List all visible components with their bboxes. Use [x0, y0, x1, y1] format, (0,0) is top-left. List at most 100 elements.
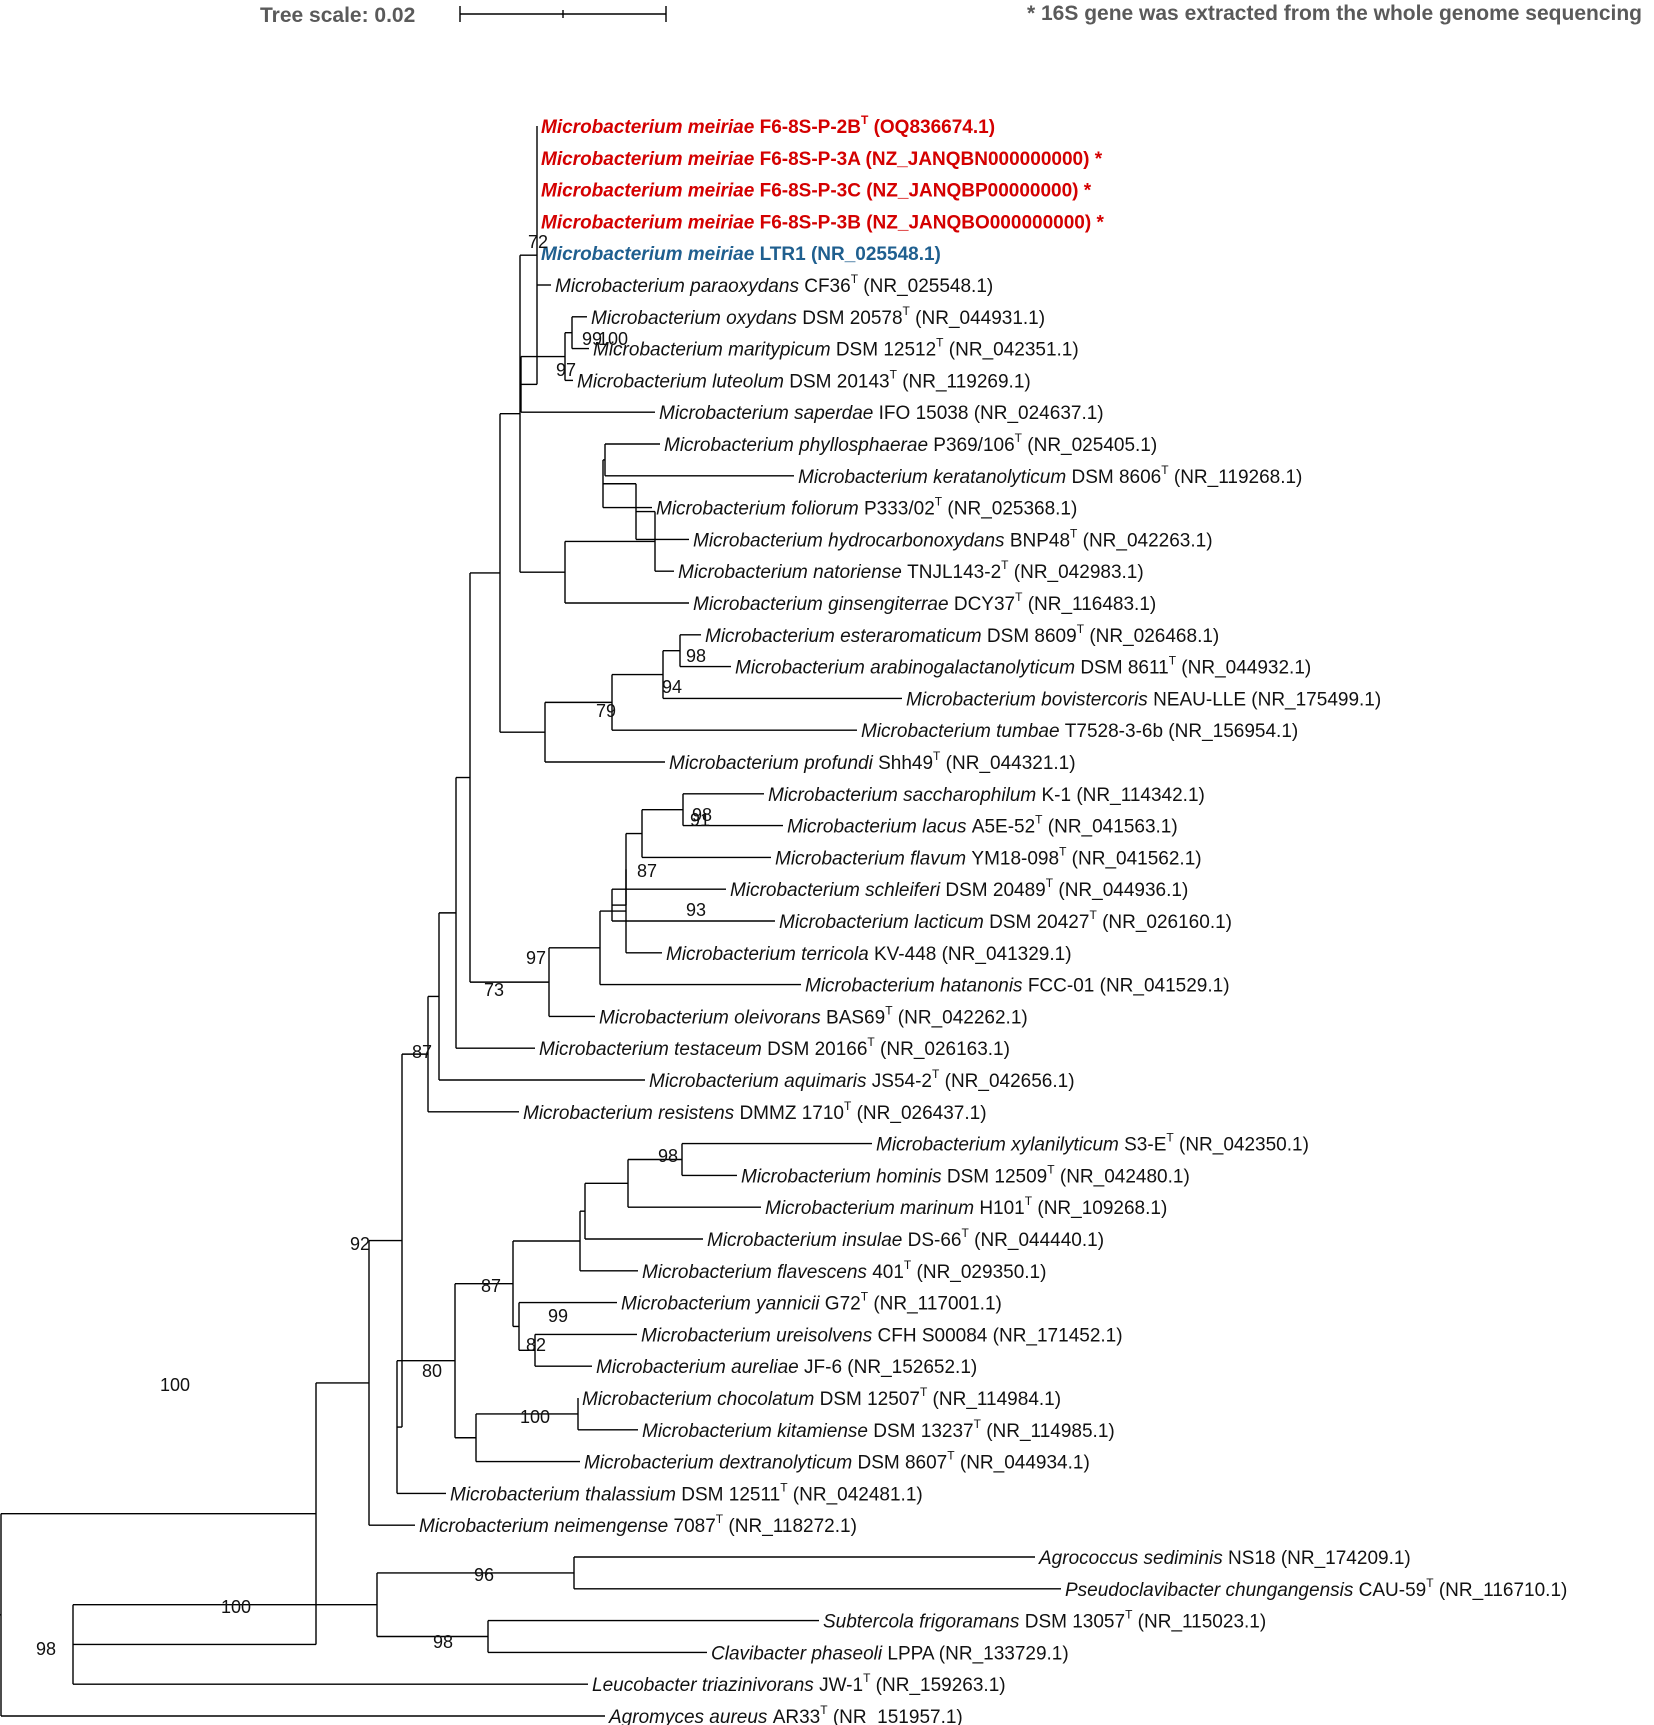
accession: (NR_159263.1) — [870, 1675, 1005, 1696]
accession: (NR_117001.1) — [868, 1294, 1002, 1315]
strain: DSM 13057 — [1025, 1612, 1125, 1633]
accession: (NR_025405.1) — [1022, 435, 1157, 456]
accession: (NR_029350.1) — [911, 1262, 1046, 1283]
taxon-name: Microbacterium saperdae — [659, 403, 879, 424]
accession: (NR_174209.1) — [1276, 1548, 1411, 1569]
taxon-name: Microbacterium aureliae — [596, 1357, 804, 1378]
leaf-label: Microbacterium hominis DSM 12509T (NR_04… — [741, 1162, 1190, 1187]
leaf-label: Microbacterium hatanonis FCC-01 (NR_0415… — [805, 976, 1230, 997]
strain: TNJL143-2 — [907, 562, 1001, 583]
taxon-name: Microbacterium kitamiense — [642, 1421, 873, 1442]
type-strain-mark: T — [1001, 558, 1009, 572]
strain: F6-8S-P-3C — [760, 181, 862, 202]
leaf-label: Microbacterium maritypicum DSM 12512T (N… — [593, 336, 1079, 361]
leaf-label: Microbacterium oxydans DSM 20578T (NR_04… — [591, 304, 1045, 329]
leaf-label: Pseudoclavibacter chungangensis CAU-59T … — [1065, 1576, 1567, 1601]
accession: (NR_044931.1) — [910, 308, 1045, 329]
leaf-label: Microbacterium schleiferi DSM 20489T (NR… — [730, 876, 1188, 901]
strain: F6-8S-P-2B — [760, 117, 861, 138]
leaf-label: Microbacterium meiriae F6-8S-P-3C (NZ_JA… — [541, 181, 1092, 202]
strain: S3-E — [1124, 1135, 1166, 1156]
type-strain-mark: T — [844, 1099, 852, 1113]
leaf-label: Clavibacter phaseoli LPPA (NR_133729.1) — [711, 1643, 1069, 1664]
strain: DSM 20427 — [989, 912, 1089, 933]
leaf-label: Microbacterium terricola KV-448 (NR_0413… — [666, 944, 1072, 965]
strain: H101 — [979, 1198, 1024, 1219]
leaf-label: Microbacterium flavescens 401T (NR_02935… — [642, 1258, 1046, 1283]
bootstrap-value: 97 — [556, 360, 576, 380]
type-strain-mark: T — [861, 113, 869, 127]
type-strain-mark: T — [1015, 590, 1023, 604]
type-strain-mark: T — [1077, 622, 1085, 636]
taxon-name: Microbacterium hydrocarbonoxydans — [693, 530, 1010, 551]
accession: (NR_041562.1) — [1066, 848, 1201, 869]
taxon-name: Microbacterium meiriae — [541, 244, 760, 265]
type-strain-mark: T — [851, 272, 859, 286]
accession: (NZ_JANQBP00000000) * — [861, 181, 1092, 202]
leaf-label: Microbacterium yannicii G72T (NR_117001.… — [621, 1290, 1002, 1315]
accession: (NR_026437.1) — [851, 1103, 986, 1124]
strain: DSM 20166 — [767, 1039, 867, 1060]
taxon-name: Microbacterium insulae — [707, 1230, 908, 1251]
leaf-label: Microbacterium thalassium DSM 12511T (NR… — [450, 1480, 923, 1505]
taxon-name: Microbacterium testaceum — [539, 1039, 767, 1060]
accession: (NR_025368.1) — [942, 499, 1077, 520]
leaf-label: Microbacterium natoriense TNJL143-2T (NR… — [678, 558, 1144, 583]
strain: F6-8S-P-3B — [760, 212, 861, 233]
type-strain-mark: T — [1166, 1131, 1174, 1145]
bootstrap-value: 98 — [658, 1146, 678, 1166]
accession: (NR_026468.1) — [1084, 626, 1219, 647]
type-strain-mark: T — [1161, 463, 1169, 477]
accession: (NR_152652.1) — [842, 1357, 977, 1378]
type-strain-mark: T — [936, 336, 944, 350]
taxon-name: Microbacterium lacus — [787, 817, 972, 838]
strain: F6-8S-P-3A — [760, 149, 862, 170]
taxon-name: Subtercola frigoramans — [823, 1612, 1025, 1633]
taxon-name: Microbacterium oxydans — [591, 308, 802, 329]
taxon-name: Microbacterium paraoxydans — [555, 276, 804, 297]
bootstrap-value: 98 — [433, 1632, 453, 1652]
strain: DSM 20489 — [945, 880, 1045, 901]
strain: DSM 8609 — [987, 626, 1077, 647]
accession: (NR_118272.1) — [723, 1516, 857, 1537]
leaf-label: Microbacterium testaceum DSM 20166T (NR_… — [539, 1035, 1010, 1060]
accession: (NR_115023.1) — [1132, 1612, 1266, 1633]
accession: (NR_114984.1) — [927, 1389, 1061, 1410]
strain: DSM 8607 — [857, 1453, 947, 1474]
bootstrap-value: 72 — [528, 232, 548, 252]
tree-leaves: Microbacterium meiriae F6-8S-P-2BT (OQ83… — [419, 113, 1567, 1725]
leaf-label: Microbacterium dextranolyticum DSM 8607T… — [584, 1449, 1090, 1474]
strain: DSM 13237 — [873, 1421, 973, 1442]
strain: DMMZ 1710 — [739, 1103, 844, 1124]
bootstrap-value: 97 — [526, 948, 546, 968]
type-strain-mark: T — [1059, 844, 1067, 858]
accession: (NR_119268.1) — [1169, 467, 1303, 488]
type-strain-mark: T — [1025, 1194, 1033, 1208]
bootstrap-value: 96 — [474, 1565, 494, 1585]
taxon-name: Microbacterium maritypicum — [593, 340, 836, 361]
type-strain-mark: T — [932, 1067, 940, 1081]
accession: (OQ836674.1) — [868, 117, 995, 138]
type-strain-mark: T — [903, 304, 911, 318]
tree-scale-label: Tree scale: 0.02 — [260, 4, 415, 27]
taxon-name: Microbacterium ginsengiterrae — [693, 594, 954, 615]
taxon-name: Agrococcus sediminis — [1038, 1548, 1228, 1569]
bootstrap-value: 93 — [686, 900, 706, 920]
leaf-label: Microbacterium saccharophilum K-1 (NR_11… — [768, 785, 1205, 806]
accession: (NR_025548.1) — [858, 276, 993, 297]
strain: DSM 12509 — [947, 1166, 1047, 1187]
leaf-label: Microbacterium profundi Shh49T (NR_04432… — [669, 749, 1076, 774]
strain: DCY37 — [954, 594, 1015, 615]
bootstrap-value: 98 — [692, 805, 712, 825]
type-strain-mark: T — [947, 1449, 955, 1463]
leaf-label: Microbacterium kitamiense DSM 13237T (NR… — [642, 1417, 1115, 1442]
taxon-name: Microbacterium oleivorans — [599, 1007, 826, 1028]
type-strain-mark: T — [933, 749, 941, 763]
accession: (NR_044934.1) — [955, 1453, 1090, 1474]
type-strain-mark: T — [974, 1417, 982, 1431]
type-strain-mark: T — [1047, 1162, 1055, 1176]
accession: (NR_044321.1) — [940, 753, 1075, 774]
strain: AR33 — [773, 1707, 821, 1725]
taxon-name: Microbacterium phyllosphaerae — [664, 435, 933, 456]
strain: DSM 8606 — [1071, 467, 1161, 488]
